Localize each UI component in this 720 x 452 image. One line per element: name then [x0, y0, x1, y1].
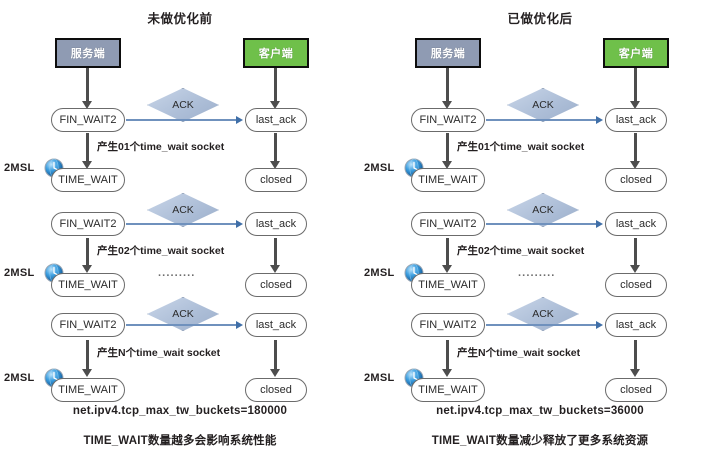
ack-label-2: ACK [532, 204, 554, 216]
node-fin-wait2-3: FIN_WAIT2 [411, 313, 485, 337]
node-last-ack-2: last_ack [245, 212, 307, 236]
arrow-fin-to-last-ack-3 [126, 321, 243, 330]
arrow-last-ack-to-closed-1 [270, 133, 281, 169]
arrow-fin-to-time-wait-2 [442, 238, 453, 273]
msl-label-3: 2MSL [364, 372, 395, 384]
arrow-last-ack-to-closed-2 [270, 238, 281, 273]
node-time-wait-1: TIME_WAIT [51, 168, 125, 192]
ack-diamond-1: ACK [507, 88, 579, 122]
msl-label-3: 2MSL [4, 372, 35, 384]
arrow-client-to-last-ack-1 [270, 68, 281, 109]
arrow-last-ack-to-closed-1 [630, 133, 641, 169]
endpoint-client: 客户端 [603, 38, 669, 68]
ellipsis-separator: ········· [158, 270, 196, 282]
panel-title: 已做优化后 [507, 12, 573, 26]
msl-label-1: 2MSL [364, 162, 395, 174]
node-closed-3: closed [245, 378, 307, 402]
node-time-wait-1: TIME_WAIT [411, 168, 485, 192]
node-fin-wait2-1: FIN_WAIT2 [411, 108, 485, 132]
endpoint-server: 服务端 [415, 38, 481, 68]
arrow-fin-to-last-ack-2 [486, 220, 603, 229]
arrow-last-ack-to-closed-3 [630, 340, 641, 377]
node-time-wait-3: TIME_WAIT [411, 378, 485, 402]
node-closed-1: closed [605, 168, 667, 192]
ellipsis-separator: ········· [518, 270, 556, 282]
ack-label-2: ACK [172, 204, 194, 216]
ack-diamond-1: ACK [147, 88, 219, 122]
node-last-ack-1: last_ack [245, 108, 307, 132]
arrow-fin-to-time-wait-1 [82, 133, 93, 169]
endpoint-client: 客户端 [243, 38, 309, 68]
node-fin-wait2-2: FIN_WAIT2 [411, 212, 485, 236]
msl-label-2: 2MSL [364, 267, 395, 279]
arrow-fin-to-last-ack-1 [486, 116, 603, 125]
socket-note-3: 产生N个time_wait socket [97, 347, 221, 359]
socket-note-1: 产生01个time_wait socket [457, 141, 585, 153]
arrow-fin-to-last-ack-2 [126, 220, 243, 229]
summary-caption: TIME_WAIT数量减少释放了更多系统资源 [431, 435, 649, 447]
ack-label-1: ACK [532, 99, 554, 111]
panel-before-optimization: 未做优化前 服务端 客户端 ACK FIN_WAIT2 last_ack 产生0… [4, 12, 309, 447]
node-fin-wait2-2: FIN_WAIT2 [51, 212, 125, 236]
node-closed-2: closed [245, 273, 307, 297]
sysctl-setting: net.ipv4.tcp_max_tw_buckets=180000 [72, 405, 288, 417]
node-time-wait-2: TIME_WAIT [411, 273, 485, 297]
ack-label-3: ACK [172, 308, 194, 320]
socket-note-2: 产生02个time_wait socket [457, 245, 585, 257]
msl-label-2: 2MSL [4, 267, 35, 279]
ack-label-3: ACK [532, 308, 554, 320]
node-closed-3: closed [605, 378, 667, 402]
arrow-fin-to-last-ack-1 [126, 116, 243, 125]
msl-label-1: 2MSL [4, 162, 35, 174]
node-closed-2: closed [605, 273, 667, 297]
sysctl-setting: net.ipv4.tcp_max_tw_buckets=36000 [436, 405, 644, 417]
node-closed-1: closed [245, 168, 307, 192]
node-time-wait-2: TIME_WAIT [51, 273, 125, 297]
arrow-fin-to-time-wait-2 [82, 238, 93, 273]
arrow-fin-to-time-wait-1 [442, 133, 453, 169]
node-fin-wait2-3: FIN_WAIT2 [51, 313, 125, 337]
arrow-client-to-last-ack-1 [630, 68, 641, 109]
node-fin-wait2-1: FIN_WAIT2 [51, 108, 125, 132]
arrow-fin-to-last-ack-3 [486, 321, 603, 330]
panel-title: 未做优化前 [147, 12, 213, 26]
socket-note-1: 产生01个time_wait socket [97, 141, 225, 153]
summary-caption: TIME_WAIT数量越多会影响系统性能 [83, 435, 277, 447]
node-last-ack-2: last_ack [605, 212, 667, 236]
arrow-last-ack-to-closed-3 [270, 340, 281, 377]
node-last-ack-1: last_ack [605, 108, 667, 132]
socket-note-2: 产生02个time_wait socket [97, 245, 225, 257]
ack-label-1: ACK [172, 99, 194, 111]
node-last-ack-3: last_ack [245, 313, 307, 337]
arrow-fin-to-time-wait-3 [82, 340, 93, 377]
node-time-wait-3: TIME_WAIT [51, 378, 125, 402]
arrow-last-ack-to-closed-2 [630, 238, 641, 273]
panel-after-optimization: 已做优化后 服务端 客户端 ACK FIN_WAIT2 last_ack 产生0… [360, 0, 720, 452]
ack-diamond-2: ACK [147, 193, 219, 227]
node-last-ack-3: last_ack [605, 313, 667, 337]
arrow-server-to-fin-wait2-1 [442, 68, 453, 109]
arrow-fin-to-time-wait-3 [442, 340, 453, 377]
endpoint-server: 服务端 [55, 38, 121, 68]
arrow-server-to-fin-wait2-1 [82, 68, 93, 109]
ack-diamond-2: ACK [507, 193, 579, 227]
socket-note-3: 产生N个time_wait socket [457, 347, 581, 359]
